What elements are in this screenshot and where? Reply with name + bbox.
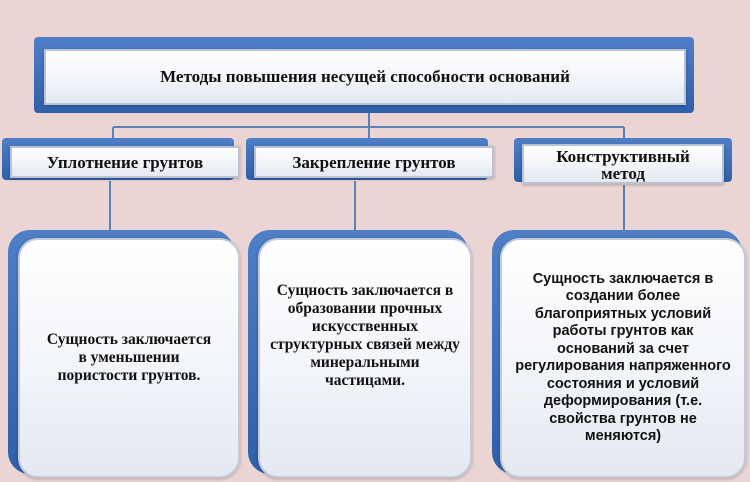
diagram-title: Методы повышения несущей способности осн… [160, 67, 570, 86]
description-text-1: Сущность заключается в уменьшении порист… [46, 331, 212, 384]
category-label-3: Конструктивный метод [556, 147, 690, 183]
category-box-1: Уплотнение грунтов [10, 146, 240, 178]
description-text-2: Сущность заключается в образовании прочн… [270, 282, 460, 389]
category-label-2: Закрепление грунтов [292, 152, 456, 172]
description-box-3: Сущность заключается в создании более бл… [500, 238, 746, 478]
title-box: Методы повышения несущей способности осн… [44, 49, 686, 105]
category-label-1: Уплотнение грунтов [46, 152, 204, 172]
description-box-1: Сущность заключается в уменьшении порист… [18, 238, 240, 478]
description-box-2: Сущность заключается в образовании прочн… [258, 238, 472, 478]
category-box-2: Закрепление грунтов [254, 146, 494, 178]
description-text-3: Сущность заключается в создании более бл… [515, 270, 731, 445]
category-box-3: Конструктивный метод [522, 144, 724, 184]
